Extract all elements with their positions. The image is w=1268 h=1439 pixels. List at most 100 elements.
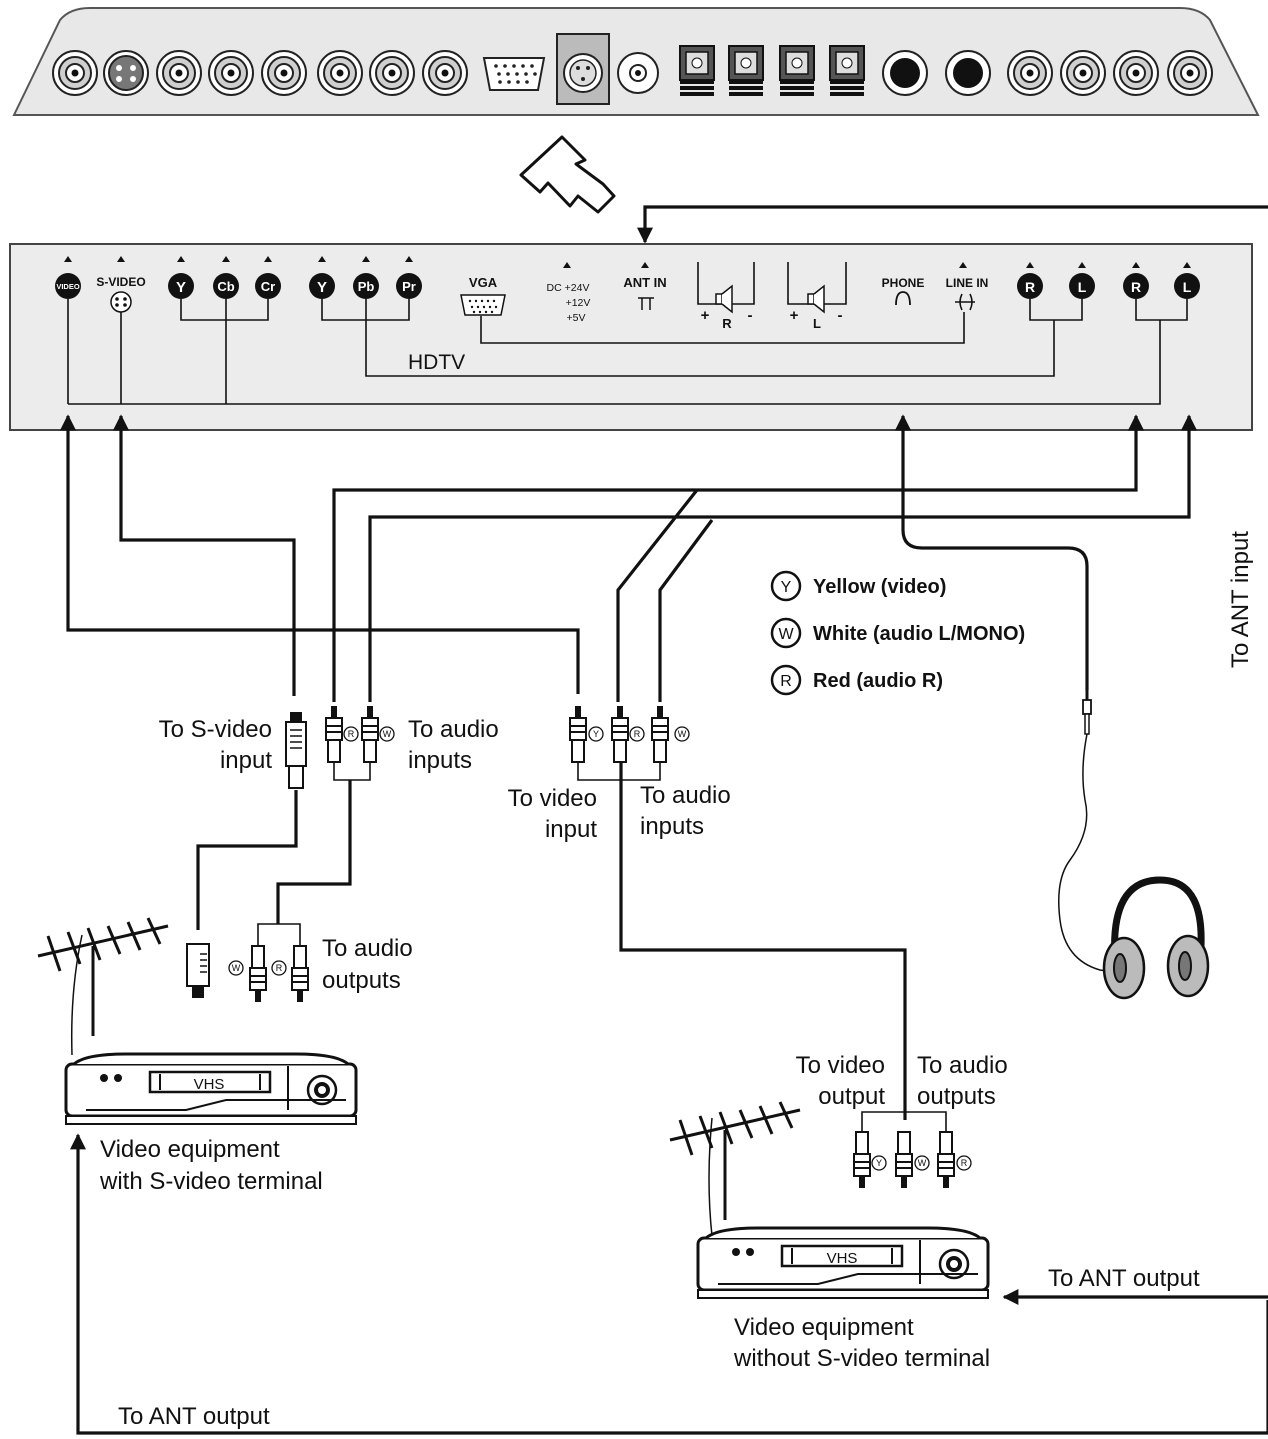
svg-text:Yellow (video): Yellow (video) xyxy=(813,576,946,598)
component-jack-y2: Y xyxy=(309,273,335,299)
svg-text:+: + xyxy=(790,307,799,324)
svg-text:Y: Y xyxy=(176,279,186,296)
svg-text:Cr: Cr xyxy=(261,279,275,294)
antenna-symbol-icon xyxy=(638,297,654,310)
audio-jack-l1: L xyxy=(1069,273,1095,299)
strip-rca-jack xyxy=(261,50,307,96)
headphone-cord xyxy=(1058,733,1121,972)
zoom-arrow-icon xyxy=(519,135,616,214)
to-video-input-line1: To video xyxy=(508,785,597,812)
svg-text:Y: Y xyxy=(593,729,599,739)
component-jack-cr: Cr xyxy=(255,273,281,299)
svideo-plug-upper xyxy=(285,712,307,789)
svg-text:W: W xyxy=(918,1158,927,1168)
vcr2-vhs-label: VHS xyxy=(827,1250,858,1267)
svg-text:L: L xyxy=(1078,279,1087,295)
dc-label: DC +24V +12V +5V xyxy=(547,282,591,324)
rca-plug-red xyxy=(937,1131,955,1189)
vga-port-icon xyxy=(460,294,506,316)
plug-mark-y: Y xyxy=(588,726,604,742)
plug-splitters xyxy=(257,758,947,1133)
vcr1-vhs-label: VHS xyxy=(194,1076,225,1093)
rca-plug-red xyxy=(291,945,309,1003)
rca-plug-white xyxy=(249,945,267,1003)
svg-text:DC +24V: DC +24V xyxy=(547,282,590,294)
strip-rca-jack xyxy=(1007,50,1053,96)
plug-mark-r: R xyxy=(271,960,287,976)
rca-plug-white xyxy=(361,705,379,763)
plug-marks: R W Y R W W R Y W R xyxy=(228,726,972,1171)
strip-speaker-terminal xyxy=(728,45,764,97)
antenna-icon xyxy=(668,1100,802,1222)
line-in-label: LINE IN xyxy=(946,276,989,290)
to-audio-outputs-1-line1: To audio xyxy=(322,935,413,962)
svg-text:Pb: Pb xyxy=(358,279,375,294)
headphones-icon xyxy=(1102,876,1210,1000)
plug-mark-r: R xyxy=(629,726,645,742)
plug-mark-y: Y xyxy=(871,1155,887,1171)
svg-text:W: W xyxy=(778,626,794,643)
strip-rca-jack xyxy=(422,50,468,96)
svg-text:W: W xyxy=(678,729,687,739)
speaker-l-terminal: + L - xyxy=(787,262,847,331)
svideo-label: S-VIDEO xyxy=(96,275,145,289)
hdtv-label: HDTV xyxy=(408,351,465,374)
to-audio-inputs-1-line1: To audio xyxy=(408,716,499,743)
color-legend: Y Yellow (video) W White (audio L/MONO) … xyxy=(770,570,1025,696)
svideo-jack-icon xyxy=(110,291,132,313)
strip-rca-jack xyxy=(156,50,202,96)
svg-text:Cb: Cb xyxy=(217,279,234,294)
line-in-symbol-icon xyxy=(955,293,975,311)
vcr1-caption-line1: Video equipment xyxy=(100,1136,280,1163)
to-video-output-line2: output xyxy=(818,1083,885,1110)
strip-dc-socket xyxy=(556,33,610,105)
video-jack-label: VIDEO xyxy=(56,282,80,291)
antenna-cable xyxy=(70,934,83,1056)
plug-mark-w: W xyxy=(914,1155,930,1171)
component-jack-pr: Pr xyxy=(396,273,422,299)
connection-panel: VIDEO S-VIDEO Y Cb Cr Y Pb xyxy=(9,243,1253,431)
strip-linein-jack xyxy=(945,50,991,96)
connector-strip xyxy=(12,7,1260,116)
svg-text:-: - xyxy=(838,307,843,324)
strip-speaker-terminal xyxy=(829,45,865,97)
to-video-output-line1: To video xyxy=(796,1052,885,1079)
svg-text:R: R xyxy=(634,729,641,739)
rca-plug-white xyxy=(895,1131,913,1189)
to-ant-output-bottom: To ANT output xyxy=(118,1403,270,1430)
audio-jack-r2: R xyxy=(1123,273,1149,299)
headphone-symbol-icon xyxy=(895,291,911,306)
to-audio-inputs-2-line2: inputs xyxy=(640,813,704,840)
legend-red: R Red (audio R) xyxy=(770,664,943,696)
strip-phone-jack xyxy=(882,50,928,96)
to-audio-inputs-1-line2: inputs xyxy=(408,747,472,774)
plug-mark-r: R xyxy=(343,726,359,742)
strip-speaker-terminal xyxy=(779,45,815,97)
plug-mark-w: W xyxy=(228,960,244,976)
strip-rca-jack xyxy=(1060,50,1106,96)
vcr2-caption-line2: without S-video terminal xyxy=(733,1345,990,1372)
ant-in-label: ANT IN xyxy=(623,275,666,290)
plug-mark-w: W xyxy=(674,726,690,742)
svg-text:Y: Y xyxy=(876,1158,882,1168)
speaker-r-terminal: + R - xyxy=(697,262,755,331)
svg-text:+: + xyxy=(701,307,710,324)
to-svideo-input-line1: To S-video xyxy=(159,716,272,743)
component-jack-cb: Cb xyxy=(213,273,239,299)
svg-text:White (audio L/MONO): White (audio L/MONO) xyxy=(813,623,1025,645)
svg-text:R: R xyxy=(348,729,355,739)
rca-plug-white xyxy=(651,705,669,763)
strip-rca-jack xyxy=(208,50,254,96)
rca-plug-yellow xyxy=(853,1131,871,1189)
svg-text:L: L xyxy=(1183,279,1192,295)
svg-text:R: R xyxy=(961,1158,968,1168)
plug-mark-r: R xyxy=(956,1155,972,1171)
vga-label: VGA xyxy=(469,275,498,290)
to-audio-outputs-2-line1: To audio xyxy=(917,1052,1008,1079)
phone-label: PHONE xyxy=(882,276,925,290)
legend-yellow: Y Yellow (video) xyxy=(770,570,946,602)
to-video-input-line2: input xyxy=(545,816,597,843)
strip-rca-jack xyxy=(317,50,363,96)
video-jack: VIDEO xyxy=(55,273,81,299)
